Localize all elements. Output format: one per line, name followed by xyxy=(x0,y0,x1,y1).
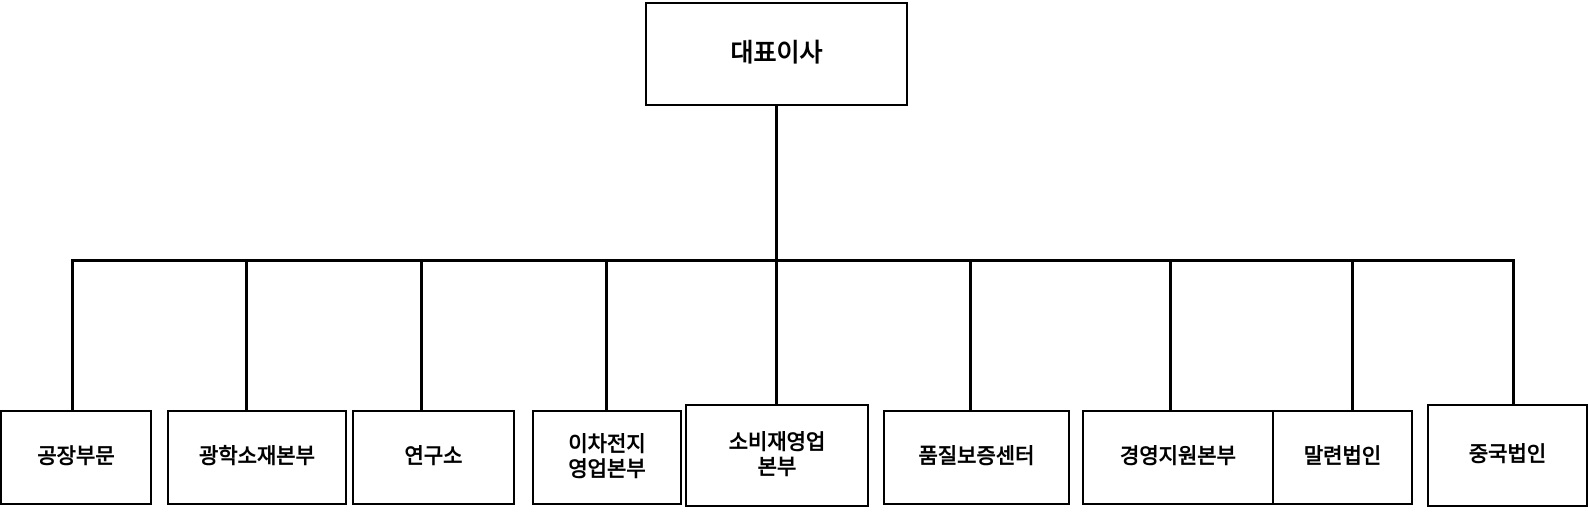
connector-drop-3 xyxy=(420,259,423,411)
connector-drop-9 xyxy=(1512,259,1515,406)
org-node-consumer-goods-sales-hq[interactable]: 소비재영업 본부 xyxy=(685,404,869,507)
connector-drop-1 xyxy=(71,259,74,411)
org-node-quality-assurance-center-label: 품질보증센터 xyxy=(918,445,1035,469)
org-node-consumer-goods-sales-hq-label: 소비재영업 본부 xyxy=(728,430,826,479)
connector-root-stem xyxy=(775,106,778,262)
connector-drop-8 xyxy=(1351,259,1354,411)
org-node-optical-materials-hq[interactable]: 광학소재본부 xyxy=(167,410,347,505)
org-node-secondary-battery-sales-hq[interactable]: 이차전지 영업본부 xyxy=(532,410,682,505)
connector-drop-4 xyxy=(605,259,608,411)
connector-drop-7 xyxy=(1169,259,1172,411)
connector-drop-5 xyxy=(775,259,778,406)
org-node-malaysia-corporation-label: 말련법인 xyxy=(1303,445,1382,469)
org-node-factory-division[interactable]: 공장부문 xyxy=(0,410,152,505)
org-node-management-support-hq-label: 경영지원본부 xyxy=(1120,445,1236,469)
org-node-optical-materials-hq-label: 광학소재본부 xyxy=(199,445,315,469)
connector-horizontal-bus xyxy=(71,259,1515,262)
org-node-china-corporation-label: 중국법인 xyxy=(1468,443,1547,467)
org-node-research-institute[interactable]: 연구소 xyxy=(352,410,515,505)
org-node-factory-division-label: 공장부문 xyxy=(37,445,115,469)
org-node-china-corporation[interactable]: 중국법인 xyxy=(1427,404,1588,507)
connector-drop-2 xyxy=(245,259,248,411)
org-node-research-institute-label: 연구소 xyxy=(404,445,463,469)
org-node-ceo-label: 대표이사 xyxy=(730,39,823,68)
org-node-quality-assurance-center[interactable]: 품질보증센터 xyxy=(883,410,1070,505)
org-node-management-support-hq[interactable]: 경영지원본부 xyxy=(1082,410,1274,505)
connector-drop-6 xyxy=(969,259,972,411)
org-node-secondary-battery-sales-hq-label: 이차전지 영업본부 xyxy=(568,432,646,481)
org-node-ceo[interactable]: 대표이사 xyxy=(645,2,908,106)
org-node-malaysia-corporation[interactable]: 말련법인 xyxy=(1272,410,1413,505)
